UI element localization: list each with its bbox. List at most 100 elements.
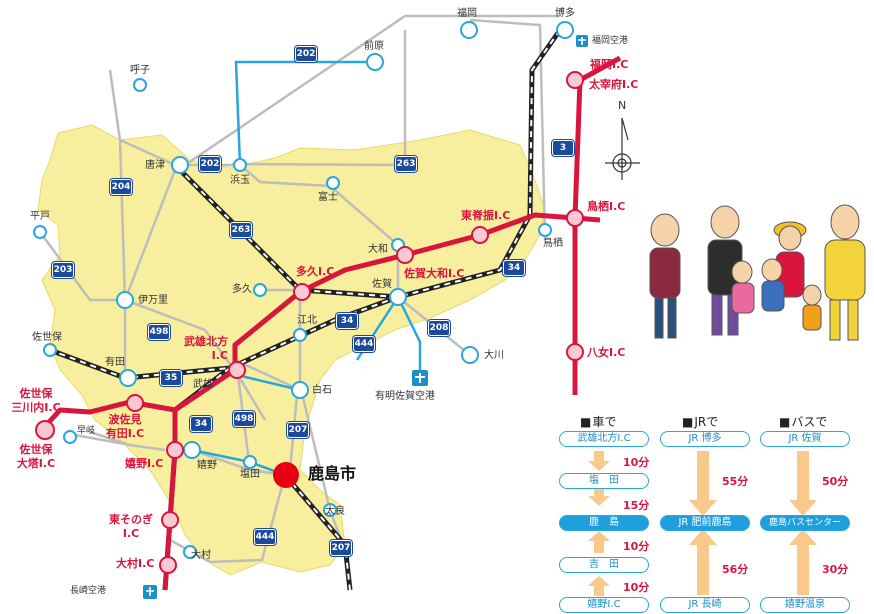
label-shiroishi: 白石 [312,385,332,396]
label-hamatama: 浜玉 [230,175,250,186]
route-shield: 498 [148,324,170,340]
jr-stop-1: JR 博多 [660,431,750,447]
label-yamato: 大和 [368,244,388,255]
jr-stop-kashima: JR 肥前鹿島 [660,515,750,531]
ic-hasamiarita-line2: 有田I.C [105,426,145,440]
ic-sasebomikawachi-line1: 佐世保 [19,387,53,400]
kashima-city-marker [273,462,299,488]
ic-takeokitakata-line2: I.C [211,348,228,362]
route-shield: 208 [428,320,450,336]
label-ariake-airport: 有明佐賀空港 [375,391,435,402]
bus-stop-3: 嬉野温泉 [760,597,850,613]
label-yobuko: 呼子 [130,65,150,76]
car-stop-2: 塩 田 [559,473,649,489]
route-shield: 35 [160,370,182,386]
access-header-car: 車で [580,413,616,430]
car-time-4: 10分 [623,581,650,594]
car-time-2: 15分 [623,499,650,512]
ic-fukuoka: 福岡I.C [590,58,629,71]
family-illustration [649,204,866,341]
route-shield: 34 [336,313,358,329]
kashima-city-label: 鹿島市 [308,464,357,483]
ic-nodes [35,71,584,574]
bus-time-1: 50分 [822,475,849,488]
label-hayaki: 早岐 [77,426,96,436]
ic-sasebomikawachi-line2: 三川内I.C [11,400,61,414]
car-time-3: 10分 [623,540,650,553]
ic-sasebootou: 佐世保大塔I.C [6,443,66,471]
ic-hasamiarita: 波佐見有田I.C [96,413,154,441]
label-sasebo: 佐世保 [32,332,62,343]
label-hakata: 博多 [555,8,575,19]
access-header-bus: バスで [779,413,827,430]
access-header-jr: JRで [682,413,718,430]
label-ookawa: 大川 [484,350,504,361]
label-taku: 多久 [232,284,252,295]
compass-n-label: N [618,99,627,112]
ic-ureshino: 嬉野I.C [125,457,164,470]
label-fukuoka-airport: 福岡空港 [592,36,629,46]
route-shield: 34 [503,260,525,276]
label-hirado: 平戸 [30,211,50,222]
access-arrows [588,451,817,596]
route-shield: 444 [353,336,375,352]
label-karatsu: 唐津 [145,160,165,171]
ic-oomura: 大村I.C [116,557,155,570]
route-shield: 444 [254,529,276,545]
ic-sagayamato: 佐賀大和I.C [404,267,465,280]
route-shield: 202 [295,46,317,62]
ic-sasebomikawachi: 佐世保三川内I.C [6,387,66,415]
route-shield: 263 [230,222,252,238]
label-fuji: 富士 [318,192,338,203]
label-nagasaki-airport: 長崎空港 [70,586,107,596]
label-takeo: 武雄 [193,379,213,390]
ic-yame: 八女I.C [587,346,626,359]
label-ureshino: 嬉野 [197,460,217,471]
bus-stop-kashima: 鹿島バスセンター [760,515,850,531]
ic-hasamiarita-line1: 波佐見 [108,413,142,426]
map-nodes [33,21,574,559]
car-stop-1: 武雄北方I.C [559,431,649,447]
ic-dazaifu: 太宰府I.C [589,78,639,91]
car-stop-4: 吉 田 [559,557,649,573]
route-shield: 3 [552,140,574,156]
compass-icon [605,117,640,180]
ic-higashisefuri: 東脊振I.C [461,209,511,222]
ic-higashisonogi-line1: 東そのぎ [109,513,153,526]
ic-tosu: 鳥栖I.C [587,200,626,213]
route-shield: 207 [330,540,352,556]
label-oomura: 大村 [191,550,211,561]
label-maebaru: 前原 [364,41,384,52]
route-shield: 498 [233,411,255,427]
ic-sasebootou-line2: 大塔I.C [16,456,56,470]
label-tara: 太良 [325,506,345,517]
route-shield: 203 [52,262,74,278]
label-imari: 伊万里 [138,295,168,306]
route-shield: 204 [110,179,132,195]
ic-sasebootou-line1: 佐世保 [19,443,53,456]
ic-taku: 多久I.C [296,265,335,278]
jr-time-2: 56分 [722,563,749,576]
jr-time-1: 55分 [722,475,749,488]
label-fukuoka: 福岡 [457,8,477,19]
label-kouhoku: 江北 [297,315,317,326]
route-shield: 263 [395,156,417,172]
route-shield: 207 [287,422,309,438]
airport-icons [143,35,588,599]
route-shield: 34 [190,416,212,432]
car-time-1: 10分 [623,456,650,469]
label-arita: 有田 [105,357,125,368]
bus-stop-1: JR 佐賀 [760,431,850,447]
ic-takeokitakata-line1: 武雄北方 [184,335,228,348]
car-stop-5: 嬉野I.C [559,597,649,613]
label-saga: 佐賀 [372,279,392,290]
label-tosu: 鳥栖 [543,238,563,249]
ic-higashisonogi-line2: I.C [122,526,140,540]
car-stop-kashima: 鹿 島 [559,515,649,531]
route-shield: 202 [199,156,221,172]
jr-stop-3: JR 長崎 [660,597,750,613]
label-shioda: 塩田 [240,469,260,480]
